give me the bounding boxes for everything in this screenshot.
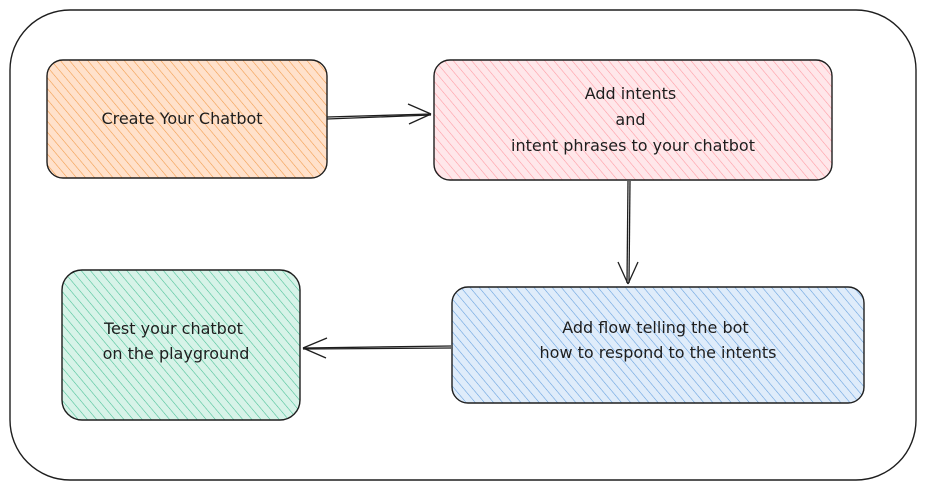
node-label-line: Create Your Chatbot: [101, 109, 262, 128]
node-label-line: and: [615, 110, 645, 129]
node-create-your-chatbot[interactable]: Create Your Chatbot: [46, 59, 328, 179]
node-test-chatbot[interactable]: Test your chatbot on the playground: [61, 269, 301, 421]
arrow-intents-to-flow: [617, 180, 639, 285]
node-add-intents[interactable]: Add intents and intent phrases to your c…: [433, 59, 833, 181]
arrow-create-to-intents: [326, 103, 432, 125]
node-label-line: Test your chatbot: [103, 319, 243, 338]
svg-text:Add intents and in: Add intents and intent phrases to your c…: [511, 84, 755, 155]
svg-text:Test your chatbot on the: Test your chatbot on the playground: [103, 319, 250, 363]
node-label-line: how to respond to the intents: [540, 343, 777, 362]
arrow-flow-to-test: [302, 337, 452, 359]
node-label-line: on the playground: [103, 344, 250, 363]
node-label-line: Add intents: [585, 84, 677, 103]
svg-text:Add flow telling the bot: Add flow telling the bot how to respond …: [540, 318, 777, 362]
node-add-flow[interactable]: Add flow telling the bot how to respond …: [451, 286, 865, 404]
node-label-line: Add flow telling the bot: [562, 318, 749, 337]
node-label-line: intent phrases to your chatbot: [511, 136, 755, 155]
outer-frame: [9, 9, 917, 481]
svg-text:Create Your Chatbot: Create Your Chatbot: [101, 109, 262, 128]
